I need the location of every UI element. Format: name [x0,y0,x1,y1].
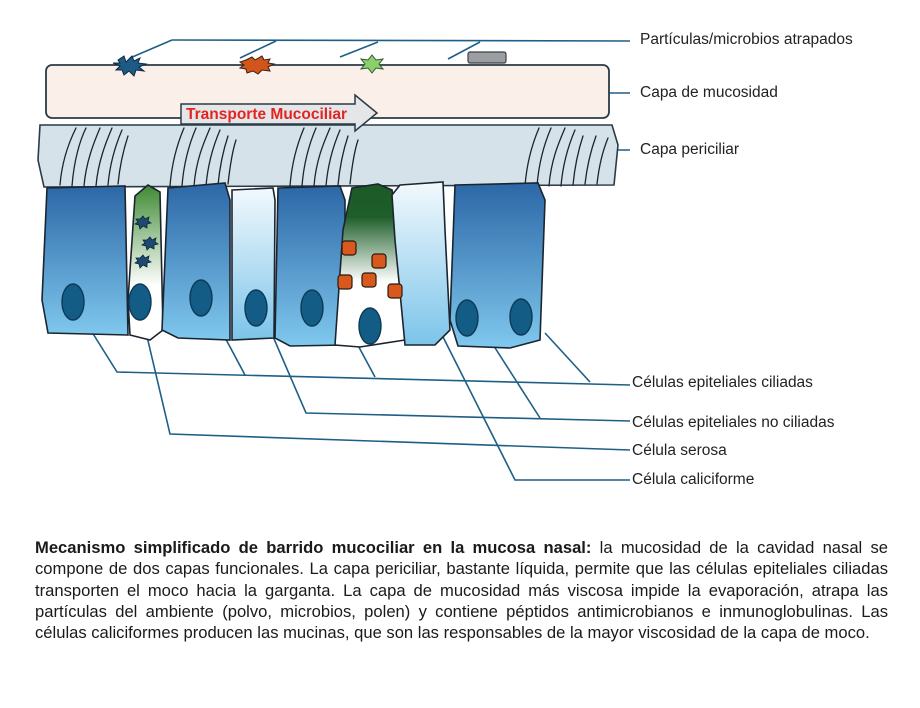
leader-particles [171,39,631,42]
leader-goblet [436,324,630,481]
caption-body: la mucosidad de la cavidad nasal se comp… [35,538,888,643]
label-trapped-particles: Partículas/microbios atrapados [640,31,853,48]
mucin-granule [341,240,357,256]
nucleus [61,283,85,321]
mucin-granules [337,240,403,299]
transport-arrow-label: Transporte Mucociliar [186,106,347,123]
mucociliary-diagram: Transporte Mucociliar [37,39,631,481]
pollen-green-icon [359,54,385,74]
microbe-icon [134,215,152,230]
microbe-orange-icon [238,55,276,75]
caption-title: Mecanismo simplificado de barrido mucoci… [35,538,592,557]
mucin-granule [361,272,377,288]
nucleus [300,289,324,327]
nucleus [455,299,479,337]
cilia [59,127,609,187]
serous-microbes [134,215,159,269]
microbe-blue-icon [112,55,148,77]
nucleus [128,283,152,321]
label-goblet-cell: Célula caliciforme [632,471,755,488]
nucleus [509,298,533,336]
nucleus [189,279,213,317]
mucin-granule [337,274,353,290]
transport-arrow: Transporte Mucociliar [180,93,379,133]
label-mucus-layer: Capa de mucosidad [640,84,778,101]
mucin-granule [371,253,387,269]
ciliated-cell-1 [41,185,129,336]
trapped-particles [112,51,507,77]
label-periciliary-layer: Capa periciliar [640,141,740,158]
dust-gray-icon [467,51,507,64]
nuclei [61,279,533,345]
figure-caption: Mecanismo simplificado de barrido mucoci… [35,537,888,643]
label-ciliated-cells: Células epiteliales ciliadas [632,374,813,391]
microbe-icon [141,236,159,251]
label-non-ciliated-cells: Células epiteliales no ciliadas [632,414,835,431]
non-ciliated-cell-2 [391,181,451,346]
nucleus [358,307,382,345]
nucleus [244,289,268,327]
label-serous-cell: Célula serosa [632,442,727,459]
leader-serous [144,327,631,451]
leader-non-ciliated [264,317,631,422]
ciliated-cell-2 [161,182,231,341]
microbe-icon [134,254,152,269]
mucin-granule [387,283,403,299]
